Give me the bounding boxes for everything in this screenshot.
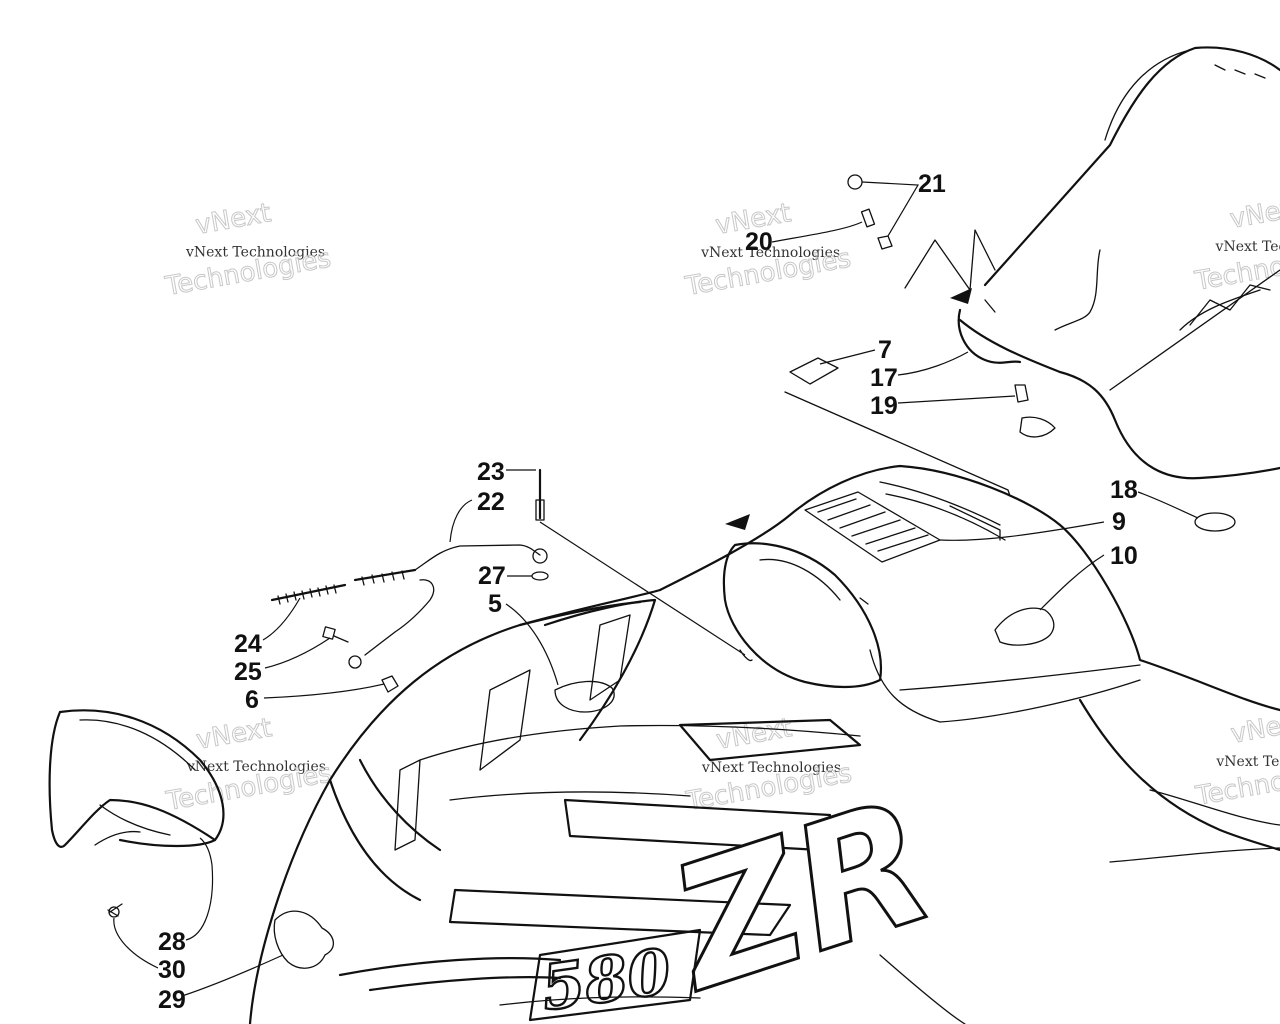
label-30: 30: [158, 956, 186, 984]
label-6: 6: [245, 686, 259, 714]
label-23: 23: [477, 458, 505, 486]
label-25: 25: [234, 658, 262, 686]
patch-29: [273, 910, 334, 969]
label-9: 9: [1112, 508, 1126, 536]
watermark-6: vNext vNext Technologies Technologies: [1192, 706, 1280, 812]
svg-text:vNext Technologies: vNext Technologies: [701, 760, 841, 776]
watermark-4: vNext vNext Technologies Technologies: [163, 713, 335, 818]
label-28: 28: [158, 928, 186, 956]
label-22: 22: [477, 488, 505, 516]
model-badge: 580: [528, 928, 702, 1024]
part-number-labels: 21 20 7 17 19 18 23 22 9 10 27 5 24 25 6…: [158, 170, 1138, 1014]
bolt-25: [322, 626, 336, 640]
svg-text:vNext Technologies: vNext Technologies: [1215, 754, 1280, 770]
label-18: 18: [1110, 476, 1138, 504]
watermark-1: vNext vNext Technologies Technologies: [162, 198, 334, 303]
label-24: 24: [234, 630, 262, 658]
svg-text:vNext: vNext: [193, 198, 273, 241]
reinforcement-10: [994, 607, 1055, 646]
svg-text:vNext Technologies: vNext Technologies: [1215, 239, 1280, 255]
hood-body: [248, 464, 1280, 1024]
patch-5: [554, 680, 615, 713]
windshield-seal-17: [847, 174, 1056, 438]
svg-text:vNext Technologies: vNext Technologies: [185, 244, 325, 260]
svg-text:vNext Technologies: vNext Technologies: [186, 759, 326, 775]
label-19: 19: [870, 392, 898, 420]
label-7: 7: [878, 336, 892, 364]
nut-6: [381, 675, 399, 693]
svg-text:580: 580: [537, 935, 675, 1024]
label-29: 29: [158, 986, 186, 1014]
washer-27: [531, 571, 549, 581]
nut-21: [847, 174, 863, 190]
hood-side-panel-28: [48, 709, 225, 918]
hood-retainer-assembly: [270, 468, 753, 693]
label-5: 5: [488, 590, 502, 618]
washer-18: [1194, 512, 1236, 532]
label-27: 27: [478, 562, 506, 590]
label-10: 10: [1110, 542, 1138, 570]
svg-text:vNext Technologies: vNext Technologies: [700, 245, 840, 261]
label-21: 21: [918, 170, 946, 198]
svg-text:vNext: vNext: [714, 713, 794, 756]
windshield: [958, 46, 1280, 532]
screw-20: [860, 208, 876, 228]
leader-lines: [113, 181, 1199, 997]
label-20: 20: [745, 228, 773, 256]
spring-24: [270, 583, 347, 602]
svg-text:vNext: vNext: [1228, 192, 1280, 235]
spring-24b: [353, 568, 417, 582]
svg-text:vNext: vNext: [1229, 707, 1280, 750]
label-17: 17: [870, 364, 898, 392]
svg-text:vNext: vNext: [194, 713, 274, 756]
